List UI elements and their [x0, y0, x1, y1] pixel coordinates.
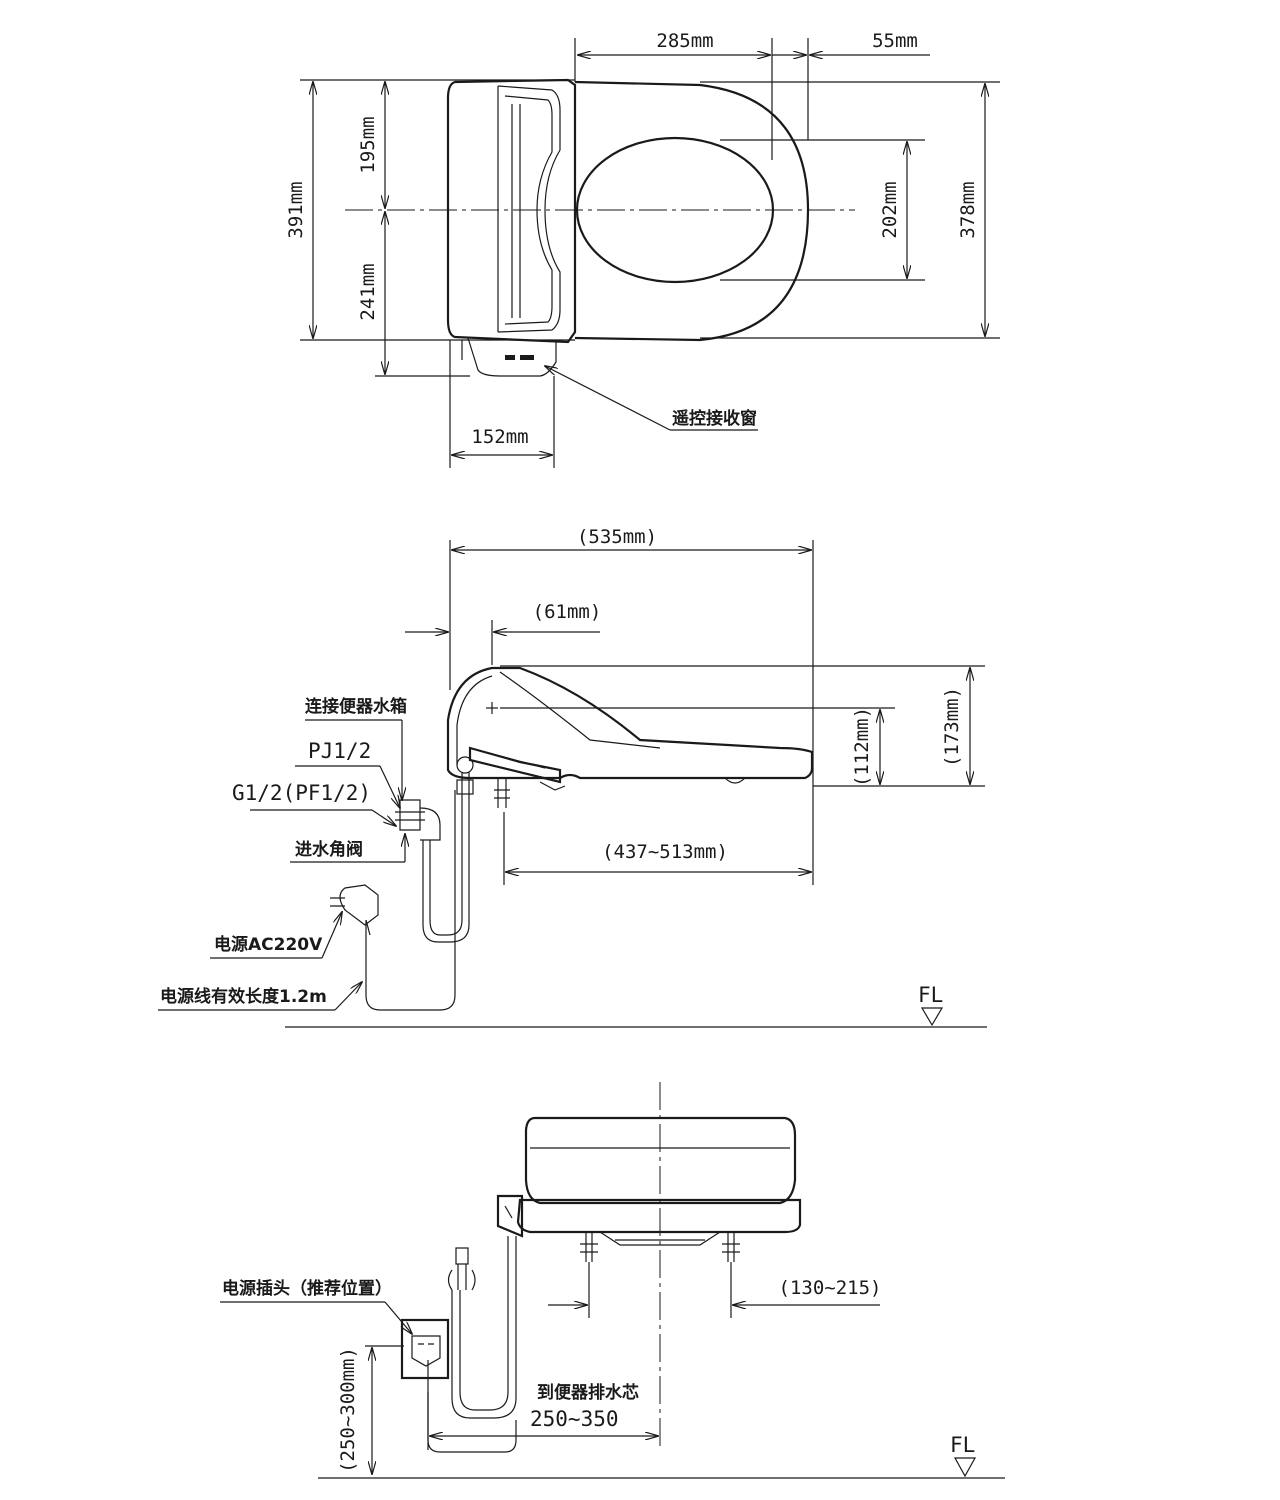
socket-label: 电源插头（推荐位置） — [222, 1278, 392, 1299]
dim-437-513-label: (437~513mm) — [602, 841, 728, 863]
dim-202-label: 202mm — [879, 181, 901, 238]
side-view: (535mm) (61mm) (173mm) (112mm) (437~513m… — [158, 526, 987, 1028]
dim-61-label: (61mm) — [533, 601, 602, 623]
floor-label: FL — [918, 983, 943, 1007]
dim-112-label: (112mm) — [851, 707, 873, 787]
top-view-outline — [446, 78, 810, 377]
top-view: 285mm 55mm 391mm 195mm 241mm 202mm 378mm… — [285, 30, 1000, 468]
drain-range-label: 250~350 — [530, 1407, 619, 1431]
floor-marker-icon — [920, 1007, 944, 1027]
rear-floor-marker-icon — [953, 1457, 977, 1478]
dim-285-label: 285mm — [656, 30, 713, 52]
dim-152-label: 152mm — [471, 426, 528, 448]
side-view-outline — [330, 666, 814, 1011]
socket-box — [400, 1318, 450, 1380]
tank-connect-label: 连接便器水箱 — [305, 696, 407, 717]
pj-thread-label: PJ1/2 — [308, 739, 371, 763]
dim-173-label: (173mm) — [941, 687, 963, 767]
dim-250-300-label: (250~300mm) — [337, 1347, 359, 1473]
power-label: 电源AC220V — [214, 934, 323, 955]
dim-130-215-label: (130~215) — [779, 1277, 882, 1299]
remote-window-label: 遥控接收窗 — [672, 408, 757, 429]
dim-378-label: 378mm — [957, 181, 979, 238]
g-thread-label: G1/2(PF1/2) — [232, 781, 371, 805]
rear-view: (130~215) (250~300mm) 到便器排水芯 250~350 电源插… — [220, 1082, 1005, 1479]
dim-195-label: 195mm — [357, 116, 379, 173]
drain-label: 到便器排水芯 — [537, 1382, 639, 1403]
dim-535-label: (535mm) — [577, 526, 657, 548]
angle-valve-label: 进水角阀 — [295, 839, 363, 860]
cord-length-label: 电源线有效长度1.2m — [160, 986, 327, 1007]
dim-391-label: 391mm — [285, 181, 307, 238]
dim-241-label: 241mm — [357, 263, 379, 320]
dim-55-label: 55mm — [872, 30, 918, 52]
rear-view-outline — [400, 1116, 802, 1453]
rear-floor-label: FL — [950, 1433, 975, 1457]
